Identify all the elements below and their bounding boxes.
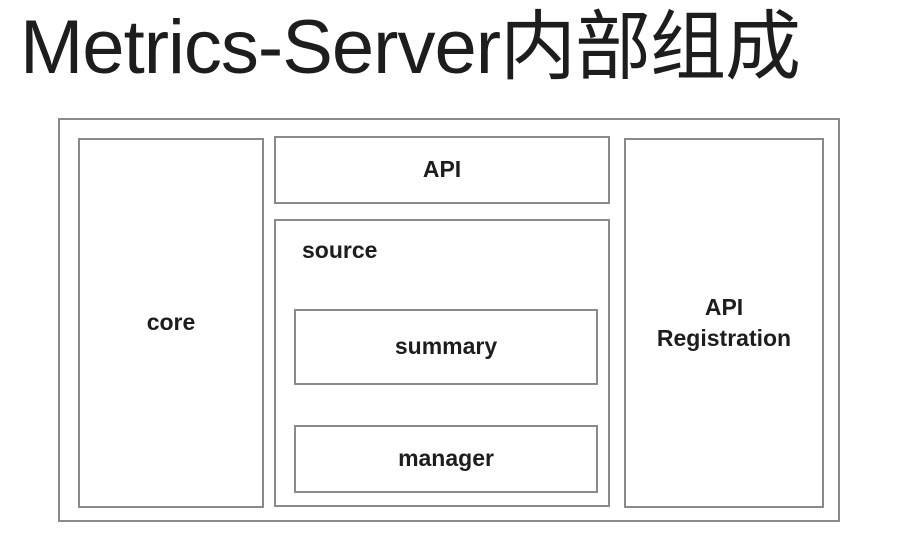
summary-component-box: summary <box>294 309 598 385</box>
api-registration-label: API Registration <box>656 293 792 351</box>
source-label: source <box>302 237 378 263</box>
diagram-title: Metrics-Server内部组成 <box>20 5 801 90</box>
manager-component-box: manager <box>294 425 598 493</box>
api-component-box: API <box>274 136 610 204</box>
core-label: core <box>146 309 196 336</box>
metrics-server-outer-box: core API source summary manager API Regi… <box>58 118 840 522</box>
summary-label: summary <box>394 333 498 360</box>
api-registration-box: API Registration <box>624 138 824 508</box>
manager-label: manager <box>398 445 494 472</box>
core-component-box: core <box>78 138 264 508</box>
source-component-box: source summary manager <box>274 219 610 507</box>
api-label: API <box>422 156 462 183</box>
